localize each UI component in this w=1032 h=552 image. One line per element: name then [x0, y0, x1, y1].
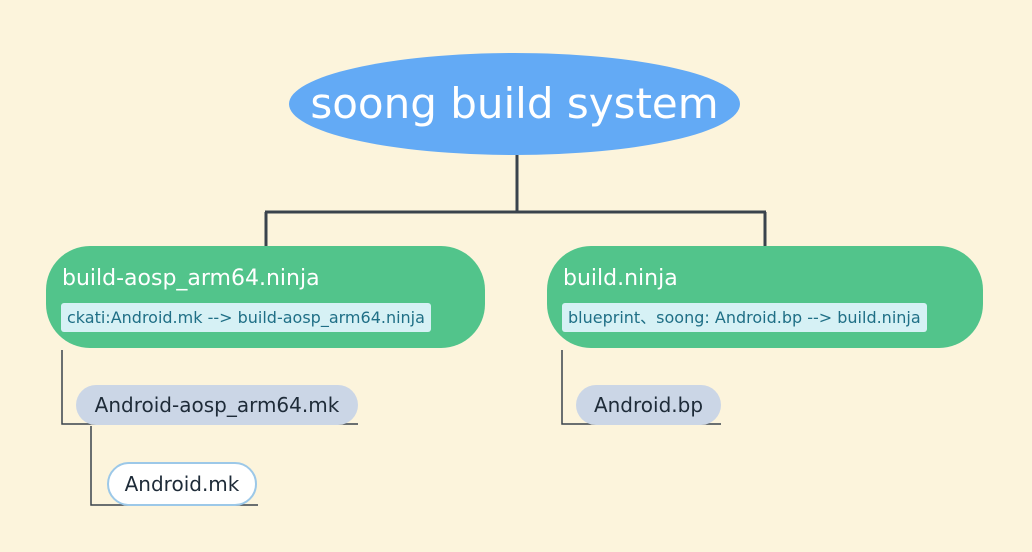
- branch-topic-title: build-aosp_arm64.ninja: [62, 266, 320, 291]
- subtopic-android-mk[interactable]: Android.mk: [107, 462, 257, 506]
- branch-topic-build-ninja[interactable]: build.ninja blueprint、soong: Android.bp …: [547, 246, 983, 348]
- subtopic-android-bp[interactable]: Android.bp: [576, 385, 721, 425]
- branch-topic-note: ckati:Android.mk --> build-aosp_arm64.ni…: [61, 303, 431, 332]
- root-topic[interactable]: soong build system: [289, 53, 740, 155]
- branch-topic-build-aosp-arm64-ninja[interactable]: build-aosp_arm64.ninja ckati:Android.mk …: [46, 246, 485, 348]
- root-topic-label: soong build system: [310, 78, 719, 128]
- subtopic-android-aosp-arm64-mk[interactable]: Android-aosp_arm64.mk: [76, 385, 358, 425]
- branch-topic-title: build.ninja: [563, 266, 678, 291]
- branch-topic-note: blueprint、soong: Android.bp --> build.ni…: [562, 303, 927, 332]
